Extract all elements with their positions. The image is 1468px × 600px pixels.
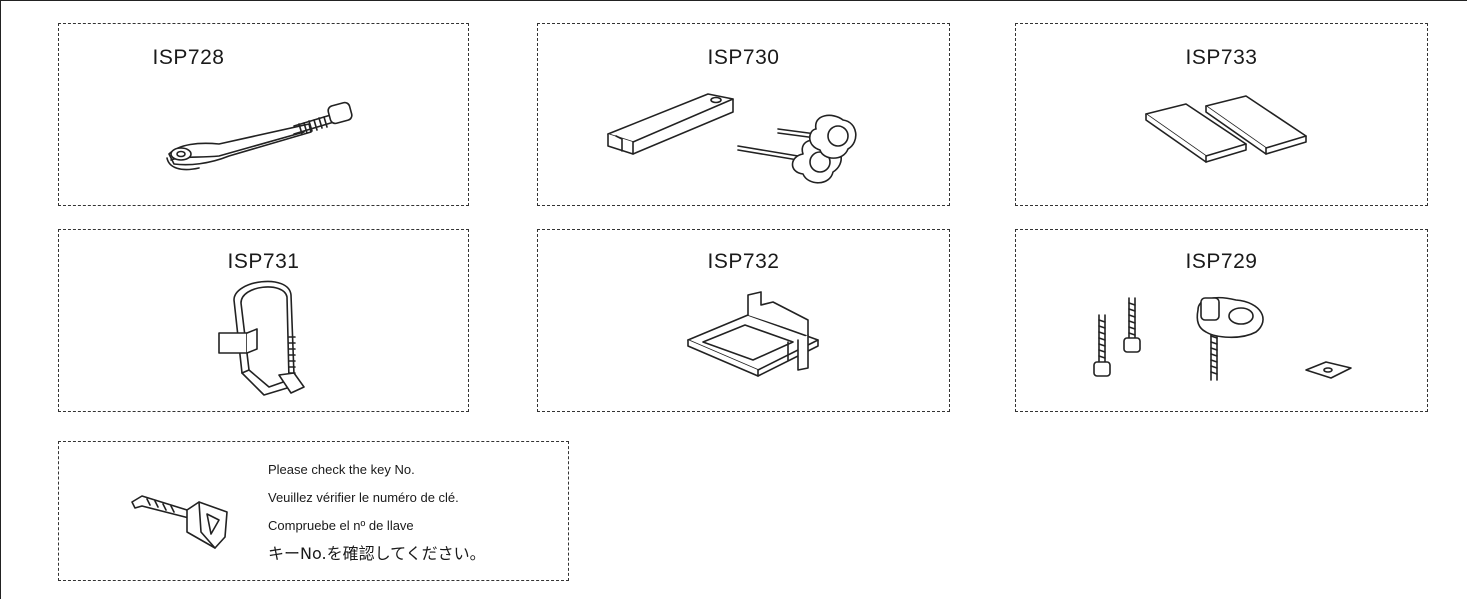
part-panel-isp733: ISP733 (1015, 23, 1428, 206)
key-notice-text: Please check the key No. Veuillez vérifi… (268, 456, 486, 568)
key-notice-line-ja: キーNo.を確認してください。 (268, 544, 486, 563)
part-label: ISP733 (1185, 46, 1258, 69)
clip-bracket-icon (687, 291, 819, 377)
key-notice-line-fr: Veuillez vérifier le numéro de clé. (268, 490, 459, 505)
key-notice-line-en: Please check the key No. (268, 462, 415, 477)
rubber-pads-icon (1145, 95, 1307, 163)
strap-buckle-icon (218, 280, 305, 396)
part-panel-isp729: ISP729 (1015, 229, 1428, 412)
part-label: ISP732 (707, 250, 780, 273)
part-label: ISP731 (227, 250, 300, 273)
key-icon (131, 495, 228, 549)
key-notice-panel: Please check the key No. Veuillez vérifi… (58, 441, 569, 581)
quick-release-lever-icon (166, 101, 353, 171)
key-notice-line-es: Compruebe el nº de llave (268, 518, 414, 533)
part-panel-isp731: ISP731 (58, 229, 469, 412)
part-panel-isp730: ISP730 (537, 23, 950, 206)
part-panel-isp732: ISP732 (537, 229, 950, 412)
part-label: ISP730 (707, 46, 780, 69)
bolts-clamp-washer-icon (1093, 296, 1352, 381)
adapter-plate-with-knob-bolts-icon (607, 93, 857, 184)
part-label: ISP728 (152, 46, 225, 69)
part-panel-isp728: ISP728 (58, 23, 469, 206)
part-label: ISP729 (1185, 250, 1258, 273)
